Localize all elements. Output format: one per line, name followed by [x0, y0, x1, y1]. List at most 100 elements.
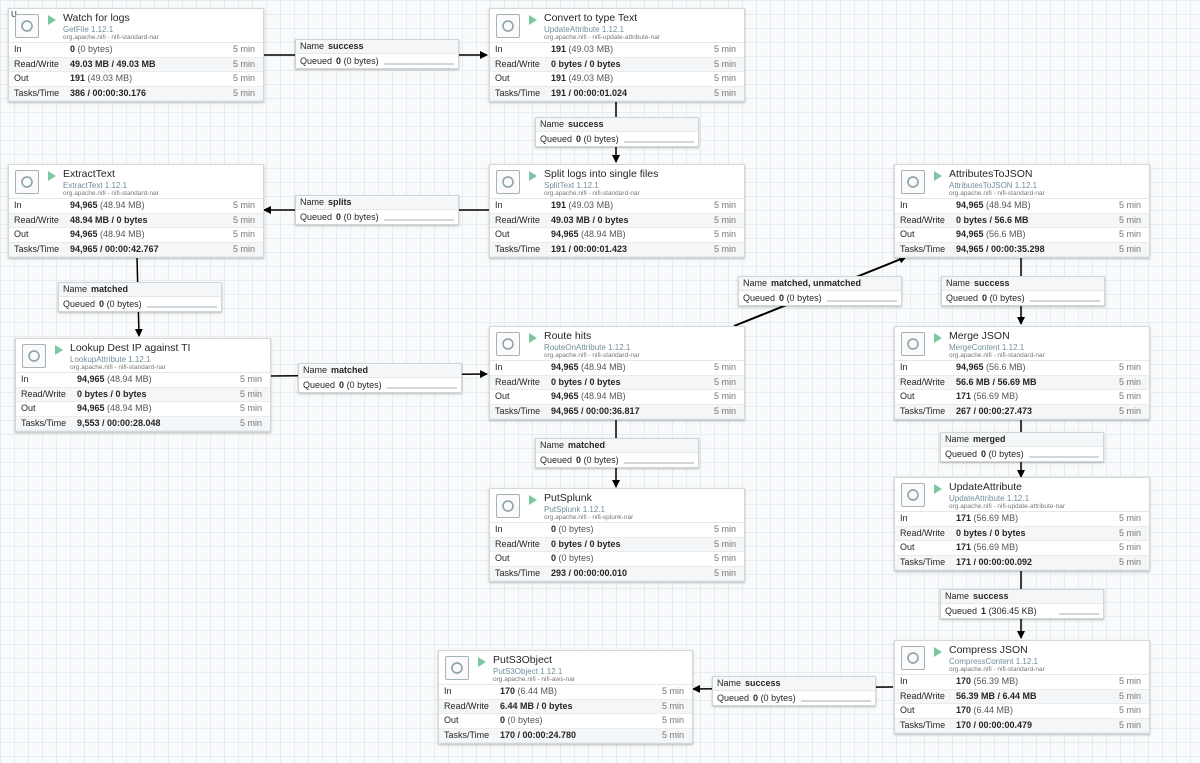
processor-compress-json[interactable]: Compress JSON CompressContent 1.12.1 org…: [894, 640, 1150, 734]
stat-label-rw: Read/Write: [14, 214, 59, 225]
stat-label-out: Out: [495, 229, 510, 239]
stat-label-out: Out: [900, 229, 915, 239]
conn-queued-count: 0: [576, 134, 582, 144]
conn-queued-bytes: (0 bytes): [760, 693, 796, 703]
processor-bundle: org.apache.nifi - nifi-standard-nar: [949, 666, 1045, 673]
stat-out-count: 191: [70, 73, 86, 83]
conn-queued-count: 0: [779, 293, 785, 303]
stat-label-tasks: Tasks/Time: [14, 87, 60, 98]
stat-label-rw: Read/Write: [900, 214, 945, 225]
queue-bar: [1029, 456, 1099, 458]
stat-label-tasks: Tasks/Time: [900, 556, 946, 567]
stat-time: 5 min: [232, 214, 255, 225]
stat-label-out: Out: [444, 715, 459, 725]
stat-time: 5 min: [1118, 690, 1141, 701]
stat-label-tasks: Tasks/Time: [900, 243, 946, 254]
stat-out-bytes: (56.69 MB): [973, 542, 1019, 552]
stat-label-in: In: [495, 44, 503, 54]
running-icon: [934, 333, 942, 343]
processor-lookup-dest-ip[interactable]: Lookup Dest IP against TI LookupAttribut…: [15, 338, 271, 432]
queue-bar: [827, 300, 897, 302]
stat-in-bytes: (48.94 MB): [581, 362, 626, 372]
running-icon: [55, 345, 63, 355]
processor-name: Compress JSON: [949, 644, 1028, 656]
processor-type: UpdateAttribute 1.12.1: [544, 25, 625, 34]
processor-bundle: org.apache.nifi - nifi-standard-nar: [949, 352, 1045, 359]
stat-label-out: Out: [14, 229, 29, 239]
processor-icon: [901, 170, 925, 194]
stat-label-tasks: Tasks/Time: [900, 405, 946, 416]
stat-tasks: 191 / 00:00:01.024: [551, 87, 628, 98]
processor-bundle: org.apache.nifi - nifi-standard-nar: [63, 34, 159, 41]
stat-in-count: 0: [70, 44, 76, 54]
processor-merge-json[interactable]: Merge JSON MergeContent 1.12.1 org.apach…: [894, 326, 1150, 420]
stat-in-count: 94,965: [956, 200, 984, 210]
stat-time: 5 min: [661, 700, 684, 711]
stat-out-count: 94,965: [551, 229, 579, 239]
stat-in-bytes: (48.94 MB): [100, 200, 145, 210]
running-icon: [529, 171, 537, 181]
stat-out-count: 0: [500, 715, 506, 725]
stat-out-bytes: (48.94 MB): [100, 229, 145, 239]
queue-bar: [1059, 613, 1099, 615]
processor-attributestojson[interactable]: AttributesToJSON AttributesToJSON 1.12.1…: [894, 164, 1150, 258]
stat-time: 5 min: [1118, 214, 1141, 225]
stat-time: 5 min: [713, 553, 736, 563]
conn-name-label: Name: [300, 41, 325, 51]
conn-name: matched: [91, 284, 129, 294]
conn-name: merged: [973, 434, 1006, 444]
stat-time: 5 min: [713, 362, 736, 372]
stat-label-rw: Read/Write: [21, 388, 66, 399]
processor-type: ExtractText 1.12.1: [63, 181, 128, 190]
processor-icon: [496, 332, 520, 356]
stat-time: 5 min: [1118, 376, 1141, 387]
stat-in-count: 94,965: [77, 374, 105, 384]
processor-route-hits[interactable]: Route hits RouteOnAttribute 1.12.1 org.a…: [489, 326, 745, 420]
conn-name-label: Name: [300, 197, 325, 207]
stat-out-count: 171: [956, 542, 972, 552]
processor-convert-to-type-text[interactable]: Convert to type Text UpdateAttribute 1.1…: [489, 8, 745, 102]
stat-label-rw: Read/Write: [900, 690, 945, 701]
conn-queued-count: 0: [982, 293, 988, 303]
processor-name: PutSplunk: [544, 492, 592, 504]
processor-bundle: org.apache.nifi - nifi-update-attribute-…: [544, 34, 660, 41]
stat-time: 5 min: [713, 44, 736, 54]
stat-rw: 56.39 MB / 6.44 MB: [956, 690, 1037, 701]
processor-watch-for-logs[interactable]: U Watch for logs GetFile 1.12.1 org.apac…: [8, 8, 264, 102]
stat-label-in: In: [14, 44, 22, 54]
processor-name: Merge JSON: [949, 330, 1010, 342]
stat-rw: 49.03 MB / 0 bytes: [551, 214, 629, 225]
queue-bar: [147, 306, 217, 308]
conn-name: splits: [328, 197, 352, 207]
stat-time: 5 min: [1118, 542, 1141, 552]
processor-updateattribute[interactable]: UpdateAttribute UpdateAttribute 1.12.1 o…: [894, 477, 1150, 571]
stat-time: 5 min: [232, 243, 255, 254]
stat-time: 5 min: [232, 87, 255, 98]
stat-time: 5 min: [713, 214, 736, 225]
processor-type: MergeContent 1.12.1: [949, 343, 1025, 352]
processor-putsplunk[interactable]: PutSplunk PutSplunk 1.12.1 org.apache.ni…: [489, 488, 745, 582]
processor-extracttext[interactable]: ExtractText ExtractText 1.12.1 org.apach…: [8, 164, 264, 258]
stat-in-bytes: (6.44 MB): [517, 686, 558, 696]
stat-time: 5 min: [713, 538, 736, 549]
processor-split-logs[interactable]: Split logs into single files SplitText 1…: [489, 164, 745, 258]
stat-in-count: 0: [551, 524, 557, 534]
stat-label-in: In: [900, 513, 908, 523]
stat-label-rw: Read/Write: [495, 376, 540, 387]
stat-tasks: 170 / 00:00:00.479: [956, 719, 1033, 730]
conn-queued-bytes: (0 bytes): [786, 293, 822, 303]
conn-name-label: Name: [63, 284, 88, 294]
conn-name: success: [568, 119, 604, 129]
processor-puts3object[interactable]: PutS3Object PutS3Object 1.12.1 org.apach…: [438, 650, 693, 744]
